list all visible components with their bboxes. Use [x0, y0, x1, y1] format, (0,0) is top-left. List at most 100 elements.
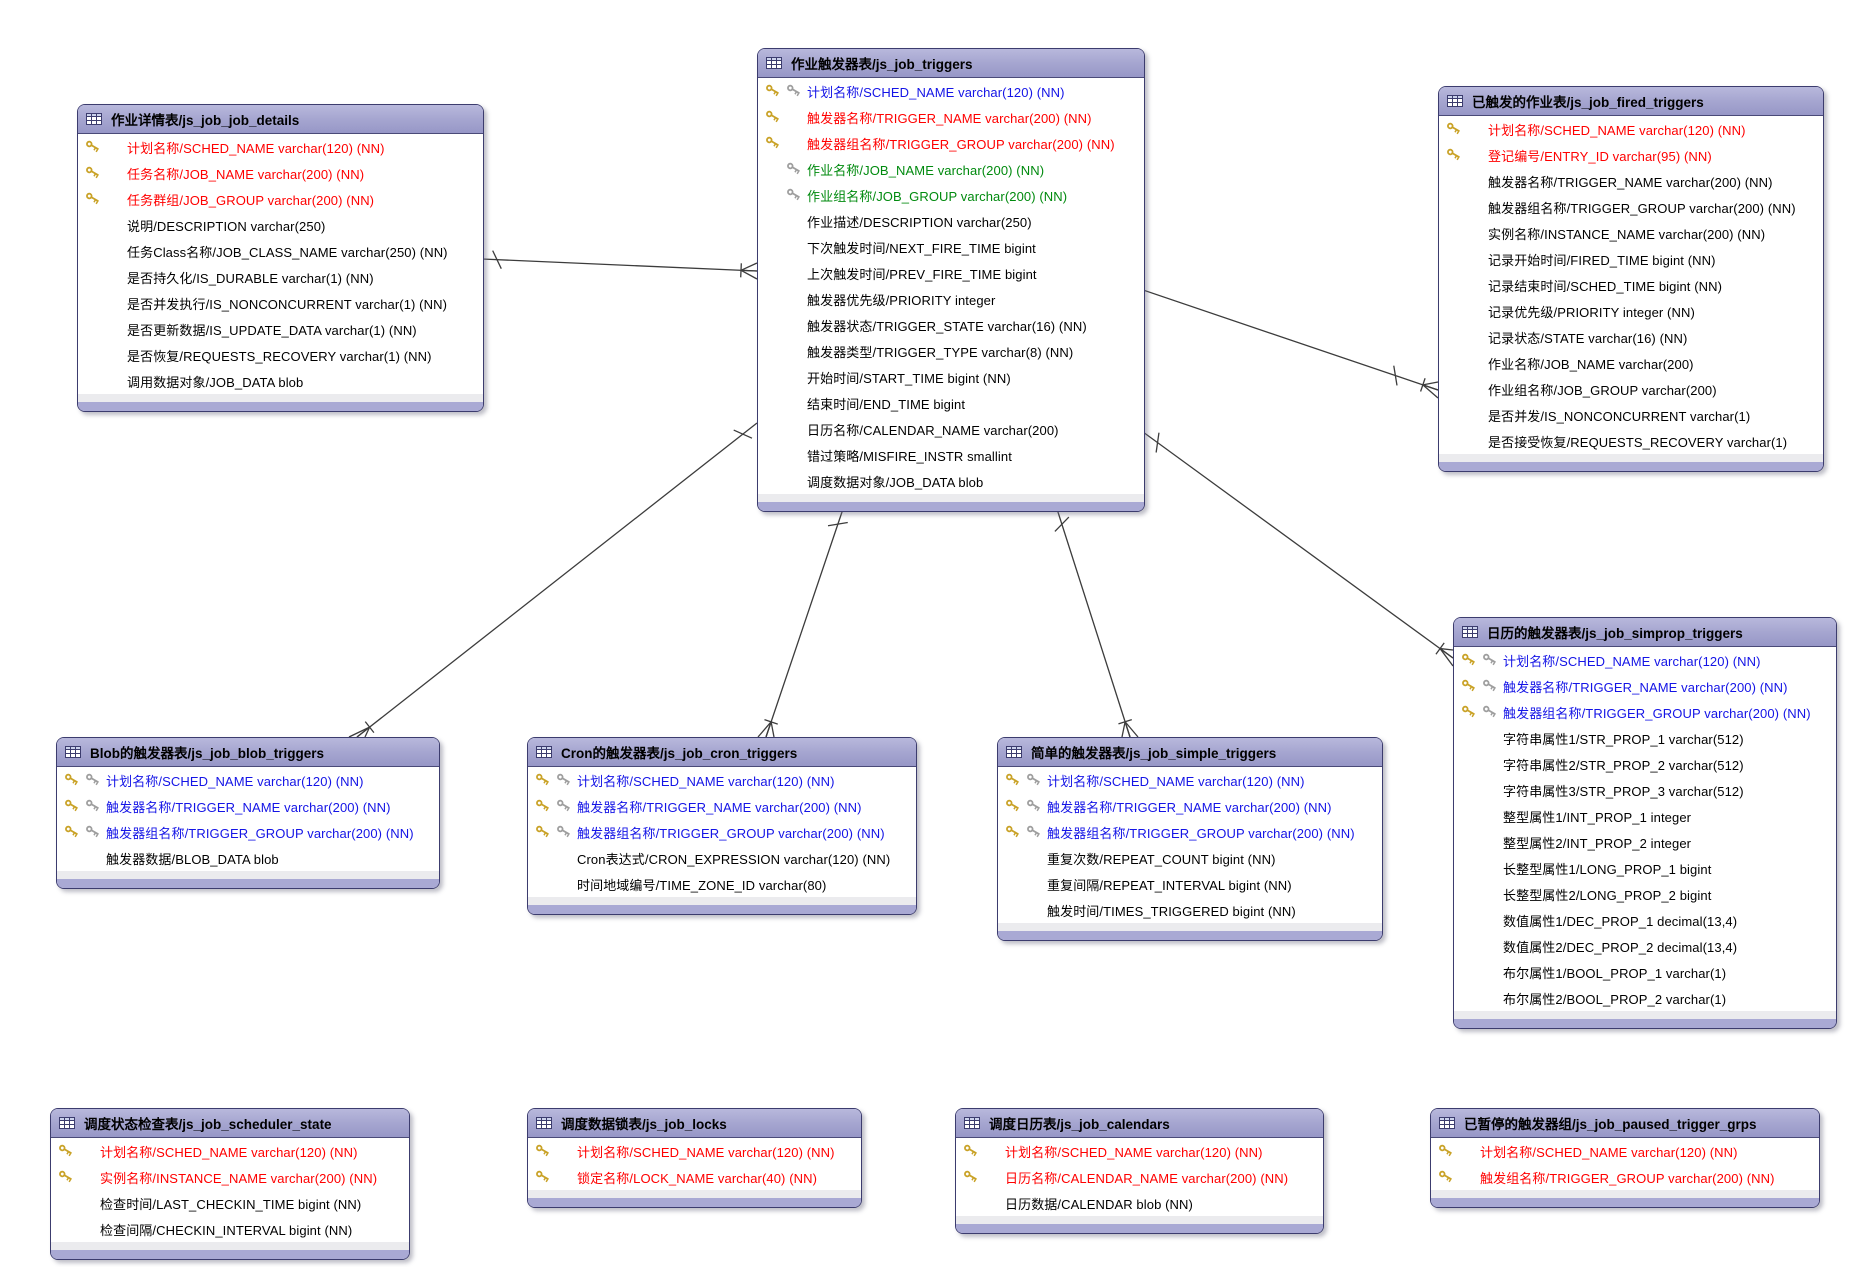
field-row[interactable]: 布尔属性2/BOOL_PROP_2 varchar(1): [1454, 985, 1836, 1011]
field-row[interactable]: 实例名称/INSTANCE_NAME varchar(200) (NN): [1439, 220, 1823, 246]
field-row[interactable]: 记录结束时间/SCHED_TIME bigint (NN): [1439, 272, 1823, 298]
field-row[interactable]: Cron表达式/CRON_EXPRESSION varchar(120) (NN…: [528, 845, 916, 871]
field-row[interactable]: 字符串属性2/STR_PROP_2 varchar(512): [1454, 751, 1836, 777]
field-row[interactable]: 调度数据对象/JOB_DATA blob: [758, 468, 1144, 494]
field-row[interactable]: 结束时间/END_TIME bigint: [758, 390, 1144, 416]
field-row[interactable]: 作业名称/JOB_NAME varchar(200) (NN): [758, 156, 1144, 182]
field-row[interactable]: 计划名称/SCHED_NAME varchar(120) (NN): [1431, 1138, 1819, 1164]
field-row[interactable]: 是否接受恢复/REQUESTS_RECOVERY varchar(1): [1439, 428, 1823, 454]
field-row[interactable]: 任务名称/JOB_NAME varchar(200) (NN): [78, 160, 483, 186]
field-row[interactable]: 作业组名称/JOB_GROUP varchar(200): [1439, 376, 1823, 402]
table-header-js_job_locks[interactable]: 调度数据锁表/js_job_locks: [528, 1109, 861, 1138]
field-row[interactable]: 开始时间/START_TIME bigint (NN): [758, 364, 1144, 390]
field-row[interactable]: 重复间隔/REPEAT_INTERVAL bigint (NN): [998, 871, 1382, 897]
field-row[interactable]: 长整型属性2/LONG_PROP_2 bigint: [1454, 881, 1836, 907]
field-row[interactable]: 计划名称/SCHED_NAME varchar(120) (NN): [1439, 116, 1823, 142]
field-row[interactable]: 布尔属性1/BOOL_PROP_1 varchar(1): [1454, 959, 1836, 985]
field-row[interactable]: 触发器组名称/TRIGGER_GROUP varchar(200) (NN): [57, 819, 439, 845]
field-row[interactable]: 计划名称/SCHED_NAME varchar(120) (NN): [758, 78, 1144, 104]
field-row[interactable]: 触发器类型/TRIGGER_TYPE varchar(8) (NN): [758, 338, 1144, 364]
field-row[interactable]: 触发组名称/TRIGGER_GROUP varchar(200) (NN): [1431, 1164, 1819, 1190]
field-row[interactable]: 触发器状态/TRIGGER_STATE varchar(16) (NN): [758, 312, 1144, 338]
field-row[interactable]: 触发器名称/TRIGGER_NAME varchar(200) (NN): [528, 793, 916, 819]
field-row[interactable]: 任务Class名称/JOB_CLASS_NAME varchar(250) (N…: [78, 238, 483, 264]
field-row[interactable]: 登记编号/ENTRY_ID varchar(95) (NN): [1439, 142, 1823, 168]
field-row[interactable]: 触发器名称/TRIGGER_NAME varchar(200) (NN): [57, 793, 439, 819]
table-header-js_job_cron_triggers[interactable]: Cron的触发器表/js_job_cron_triggers: [528, 738, 916, 767]
field-row[interactable]: 作业描述/DESCRIPTION varchar(250): [758, 208, 1144, 234]
field-row[interactable]: 字符串属性3/STR_PROP_3 varchar(512): [1454, 777, 1836, 803]
field-row[interactable]: 触发器组名称/TRIGGER_GROUP varchar(200) (NN): [998, 819, 1382, 845]
field-row[interactable]: 整型属性2/INT_PROP_2 integer: [1454, 829, 1836, 855]
field-row[interactable]: 计划名称/SCHED_NAME varchar(120) (NN): [528, 1138, 861, 1164]
table-header-js_job_blob_triggers[interactable]: Blob的触发器表/js_job_blob_triggers: [57, 738, 439, 767]
field-row[interactable]: 字符串属性1/STR_PROP_1 varchar(512): [1454, 725, 1836, 751]
table-header-js_job_job_details[interactable]: 作业详情表/js_job_job_details: [78, 105, 483, 134]
table-header-js_job_simple_triggers[interactable]: 简单的触发器表/js_job_simple_triggers: [998, 738, 1382, 767]
field-row[interactable]: 触发器名称/TRIGGER_NAME varchar(200) (NN): [998, 793, 1382, 819]
field-row[interactable]: 锁定名称/LOCK_NAME varchar(40) (NN): [528, 1164, 861, 1190]
field-row[interactable]: 任务群组/JOB_GROUP varchar(200) (NN): [78, 186, 483, 212]
field-row[interactable]: 触发器名称/TRIGGER_NAME varchar(200) (NN): [758, 104, 1144, 130]
field-row[interactable]: 时间地域编号/TIME_ZONE_ID varchar(80): [528, 871, 916, 897]
field-row[interactable]: 触发器组名称/TRIGGER_GROUP varchar(200) (NN): [1454, 699, 1836, 725]
table-header-js_job_paused_trigger_grps[interactable]: 已暂停的触发器组/js_job_paused_trigger_grps: [1431, 1109, 1819, 1138]
field-row[interactable]: 触发器组名称/TRIGGER_GROUP varchar(200) (NN): [1439, 194, 1823, 220]
field-row[interactable]: 计划名称/SCHED_NAME varchar(120) (NN): [1454, 647, 1836, 673]
field-row[interactable]: 说明/DESCRIPTION varchar(250): [78, 212, 483, 238]
field-row[interactable]: 是否并发执行/IS_NONCONCURRENT varchar(1) (NN): [78, 290, 483, 316]
table-header-js_job_calendars[interactable]: 调度日历表/js_job_calendars: [956, 1109, 1323, 1138]
field-row[interactable]: 整型属性1/INT_PROP_1 integer: [1454, 803, 1836, 829]
field-row[interactable]: 触发器组名称/TRIGGER_GROUP varchar(200) (NN): [528, 819, 916, 845]
field-row[interactable]: 是否恢复/REQUESTS_RECOVERY varchar(1) (NN): [78, 342, 483, 368]
field-row[interactable]: 日历数据/CALENDAR blob (NN): [956, 1190, 1323, 1216]
field-row[interactable]: 是否更新数据/IS_UPDATE_DATA varchar(1) (NN): [78, 316, 483, 342]
field-row[interactable]: 计划名称/SCHED_NAME varchar(120) (NN): [57, 767, 439, 793]
field-row[interactable]: 计划名称/SCHED_NAME varchar(120) (NN): [51, 1138, 409, 1164]
field-row[interactable]: 计划名称/SCHED_NAME varchar(120) (NN): [998, 767, 1382, 793]
table-header-js_job_simprop_triggers[interactable]: 日历的触发器表/js_job_simprop_triggers: [1454, 618, 1836, 647]
field-row[interactable]: 作业名称/JOB_NAME varchar(200): [1439, 350, 1823, 376]
field-row[interactable]: 触发器名称/TRIGGER_NAME varchar(200) (NN): [1439, 168, 1823, 194]
field-row[interactable]: 计划名称/SCHED_NAME varchar(120) (NN): [78, 134, 483, 160]
field-row[interactable]: 计划名称/SCHED_NAME varchar(120) (NN): [956, 1138, 1323, 1164]
field-row[interactable]: 检查间隔/CHECKIN_INTERVAL bigint (NN): [51, 1216, 409, 1242]
field-row[interactable]: 数值属性1/DEC_PROP_1 decimal(13,4): [1454, 907, 1836, 933]
field-row[interactable]: 下次触发时间/NEXT_FIRE_TIME bigint: [758, 234, 1144, 260]
field-row[interactable]: 触发器名称/TRIGGER_NAME varchar(200) (NN): [1454, 673, 1836, 699]
field-row[interactable]: 重复次数/REPEAT_COUNT bigint (NN): [998, 845, 1382, 871]
field-row[interactable]: 调用数据对象/JOB_DATA blob: [78, 368, 483, 394]
field-row[interactable]: 长整型属性1/LONG_PROP_1 bigint: [1454, 855, 1836, 881]
field-row[interactable]: 实例名称/INSTANCE_NAME varchar(200) (NN): [51, 1164, 409, 1190]
field-row[interactable]: 计划名称/SCHED_NAME varchar(120) (NN): [528, 767, 916, 793]
table-header-js_job_scheduler_state[interactable]: 调度状态检查表/js_job_scheduler_state: [51, 1109, 409, 1138]
field-row[interactable]: 触发器数据/BLOB_DATA blob: [57, 845, 439, 871]
table-header-js_job_fired_triggers[interactable]: 已触发的作业表/js_job_fired_triggers: [1439, 87, 1823, 116]
field-row[interactable]: 日历名称/CALENDAR_NAME varchar(200): [758, 416, 1144, 442]
field-row[interactable]: 触发器组名称/TRIGGER_GROUP varchar(200) (NN): [758, 130, 1144, 156]
field-row[interactable]: 记录开始时间/FIRED_TIME bigint (NN): [1439, 246, 1823, 272]
field-row[interactable]: 作业组名称/JOB_GROUP varchar(200) (NN): [758, 182, 1144, 208]
field-row[interactable]: 触发时间/TIMES_TRIGGERED bigint (NN): [998, 897, 1382, 923]
table-header-js_job_triggers[interactable]: 作业触发器表/js_job_triggers: [758, 49, 1144, 78]
field-row[interactable]: 上次触发时间/PREV_FIRE_TIME bigint: [758, 260, 1144, 286]
field-row[interactable]: 是否持久化/IS_DURABLE varchar(1) (NN): [78, 264, 483, 290]
field-row[interactable]: 检查时间/LAST_CHECKIN_TIME bigint (NN): [51, 1190, 409, 1216]
field-row[interactable]: 是否并发/IS_NONCONCURRENT varchar(1): [1439, 402, 1823, 428]
field-row[interactable]: 错过策略/MISFIRE_INSTR smallint: [758, 442, 1144, 468]
field-row[interactable]: 日历名称/CALENDAR_NAME varchar(200) (NN): [956, 1164, 1323, 1190]
field-row[interactable]: 记录状态/STATE varchar(16) (NN): [1439, 324, 1823, 350]
field-row[interactable]: 触发器优先级/PRIORITY integer: [758, 286, 1144, 312]
field-row[interactable]: 数值属性2/DEC_PROP_2 decimal(13,4): [1454, 933, 1836, 959]
